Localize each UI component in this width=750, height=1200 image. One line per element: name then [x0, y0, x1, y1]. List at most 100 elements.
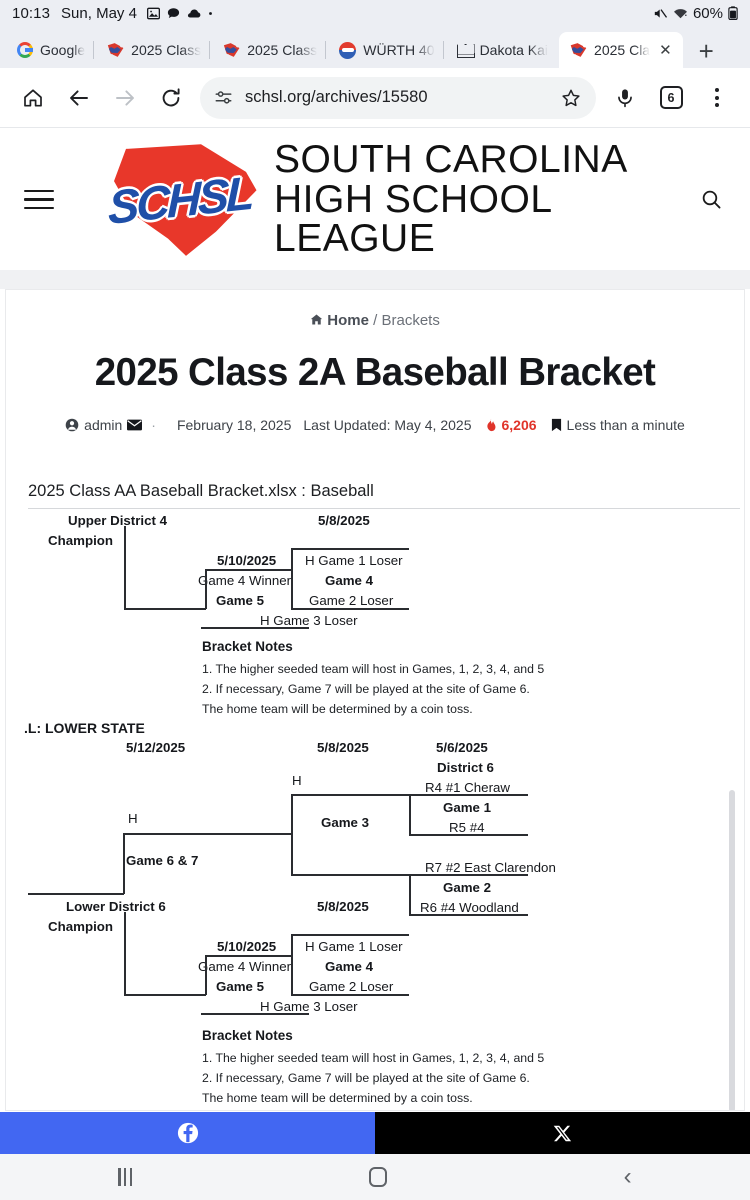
search-icon[interactable] — [692, 180, 730, 220]
bracket-line — [28, 893, 124, 895]
bracket-line — [409, 874, 411, 915]
bracket-line — [124, 608, 206, 610]
tab-count-button[interactable]: 6 — [650, 77, 692, 119]
address-bar[interactable]: schsl.org/archives/15580 — [200, 76, 596, 119]
lower-district-label: District 6 — [437, 760, 494, 775]
breadcrumb-current[interactable]: Brackets — [381, 312, 440, 329]
home-icon[interactable] — [12, 77, 54, 119]
browser-toolbar: schsl.org/archives/15580 6 — [0, 68, 750, 128]
upper-notes-heading: Bracket Notes — [202, 639, 293, 654]
lower-game2-loser: Game 2 Loser — [309, 979, 394, 994]
browser-tab-wurth[interactable]: WÜRTH 40 — [325, 32, 445, 68]
lower-date-game4: 5/8/2025 — [317, 899, 369, 914]
page-info-icon[interactable] — [214, 88, 233, 107]
browser-tab-2025-class-1[interactable]: 2025 Class — [93, 32, 212, 68]
wifi-icon — [673, 7, 688, 20]
x-share-button[interactable] — [375, 1112, 750, 1154]
tab-label: 2025 Class — [247, 42, 318, 58]
vertical-scrollbar[interactable] — [729, 790, 735, 1110]
browser-tab-dakota-kai[interactable]: Dakota Kai — [442, 32, 559, 68]
close-icon[interactable]: ✕ — [659, 42, 672, 59]
back-icon[interactable]: ‹ — [623, 1163, 632, 1190]
schsl-logo: SCHSL — [108, 142, 258, 257]
publish-date: February 18, 2025 — [176, 417, 292, 433]
lower-host-mark-a: H — [128, 811, 138, 826]
sheet-divider — [28, 508, 740, 509]
site-brand[interactable]: SCHSL SOUTH CAROLINA HIGH SCHOOL LEAGUE — [108, 140, 692, 259]
breadcrumb-home[interactable]: Home — [327, 312, 369, 329]
upper-game2-loser: Game 2 Loser — [309, 593, 394, 608]
tab-label: 2025 Cla — [594, 42, 651, 58]
upper-date-game5: 5/10/2025 — [217, 553, 277, 568]
user-icon — [65, 418, 79, 432]
lower-date-game5: 5/10/2025 — [217, 939, 277, 954]
upper-game4-label: Game 4 — [325, 573, 374, 588]
bracket-sheet: 2025 Class AA Baseball Bracket.xlsx : Ba… — [6, 482, 744, 1110]
browser-tab-active-2025-cla[interactable]: 2025 Cla ✕ — [559, 32, 683, 68]
upper-game5-label: Game 5 — [216, 593, 265, 608]
bracket-line — [409, 794, 411, 835]
battery-percent: 60% — [692, 4, 723, 22]
lower-notes-heading: Bracket Notes — [202, 1028, 293, 1043]
upper-game1-loser: H Game 1 Loser — [305, 553, 403, 568]
overflow-menu-icon[interactable] — [696, 77, 738, 119]
schsl-icon — [223, 43, 240, 57]
lower-champion-line2: Champion — [48, 919, 114, 934]
bracket-line — [124, 912, 126, 995]
author-block[interactable]: admin — [65, 417, 143, 433]
lower-game1-bottom-team: R5 #4 — [449, 820, 485, 835]
bracket-line — [291, 874, 410, 876]
lower-game5-label: Game 5 — [216, 979, 265, 994]
lower-date-game1: 5/6/2025 — [436, 740, 488, 755]
chat-bubble-icon — [167, 7, 180, 20]
lower-game4-label: Game 4 — [325, 959, 374, 974]
bracket-line — [291, 548, 409, 550]
bracket-line — [205, 955, 292, 957]
brand-line-2: HIGH SCHOOL LEAGUE — [274, 177, 552, 261]
new-tab-button[interactable]: + — [698, 36, 714, 66]
bracket-line — [205, 955, 207, 995]
author-name[interactable]: admin — [84, 417, 123, 433]
bracket-line — [409, 914, 528, 916]
google-icon — [17, 42, 33, 58]
url-text[interactable]: schsl.org/archives/15580 — [245, 88, 428, 106]
android-nav-bar: ‹ — [0, 1154, 750, 1200]
bracket-line — [201, 1013, 309, 1015]
read-time-block: Less than a minute — [551, 417, 685, 433]
android-status-bar: 10:13 Sun, May 4 60% — [0, 0, 750, 26]
email-icon[interactable] — [127, 419, 143, 431]
bracket-line — [291, 794, 410, 796]
last-updated: Last Updated: May 4, 2025 — [303, 417, 472, 433]
browser-tab-strip[interactable]: Google 2025 Class 2025 Class WÜRTH 40 Da… — [0, 26, 750, 68]
forward-arrow-icon[interactable] — [104, 77, 146, 119]
lower-note-2: 2. If necessary, Game 7 will be played a… — [202, 1071, 530, 1085]
bookmark-star-icon[interactable] — [560, 87, 582, 109]
lower-game1-label: Game 1 — [443, 800, 492, 815]
upper-note-1: 1. The higher seeded team will host in G… — [202, 662, 545, 676]
facebook-share-button[interactable] — [0, 1112, 375, 1154]
lower-note-3: The home team will be determined by a co… — [202, 1091, 473, 1105]
hamburger-menu-icon[interactable] — [24, 189, 60, 210]
tab-label: 2025 Class — [131, 42, 202, 58]
back-arrow-icon[interactable] — [58, 77, 100, 119]
cloud-icon — [187, 7, 201, 20]
meta-separator: · — [151, 417, 156, 433]
reload-icon[interactable] — [150, 77, 192, 119]
bracket-line — [124, 526, 126, 609]
view-count: 6,206 — [501, 417, 537, 433]
bracket-line — [205, 569, 292, 571]
upper-champion-line1: Upper District 4 — [68, 513, 168, 528]
home-icon[interactable] — [368, 1167, 387, 1187]
article-card: Home / Brackets 2025 Class 2A Baseball B… — [5, 289, 745, 1111]
lower-game1-loser: H Game 1 Loser — [305, 939, 403, 954]
browser-tab-2025-class-2[interactable]: 2025 Class — [209, 32, 328, 68]
microphone-icon[interactable] — [604, 77, 646, 119]
lower-game67-label: Game 6 & 7 — [126, 853, 199, 868]
tab-label: Google — [40, 42, 86, 58]
browser-tab-google[interactable]: Google — [6, 32, 96, 68]
schsl-icon — [107, 43, 124, 57]
recent-apps-icon[interactable] — [118, 1168, 133, 1186]
lower-note-1: 1. The higher seeded team will host in G… — [202, 1051, 545, 1065]
tab-count-icon[interactable]: 6 — [659, 86, 683, 109]
lower-date-game6: 5/12/2025 — [126, 740, 186, 755]
